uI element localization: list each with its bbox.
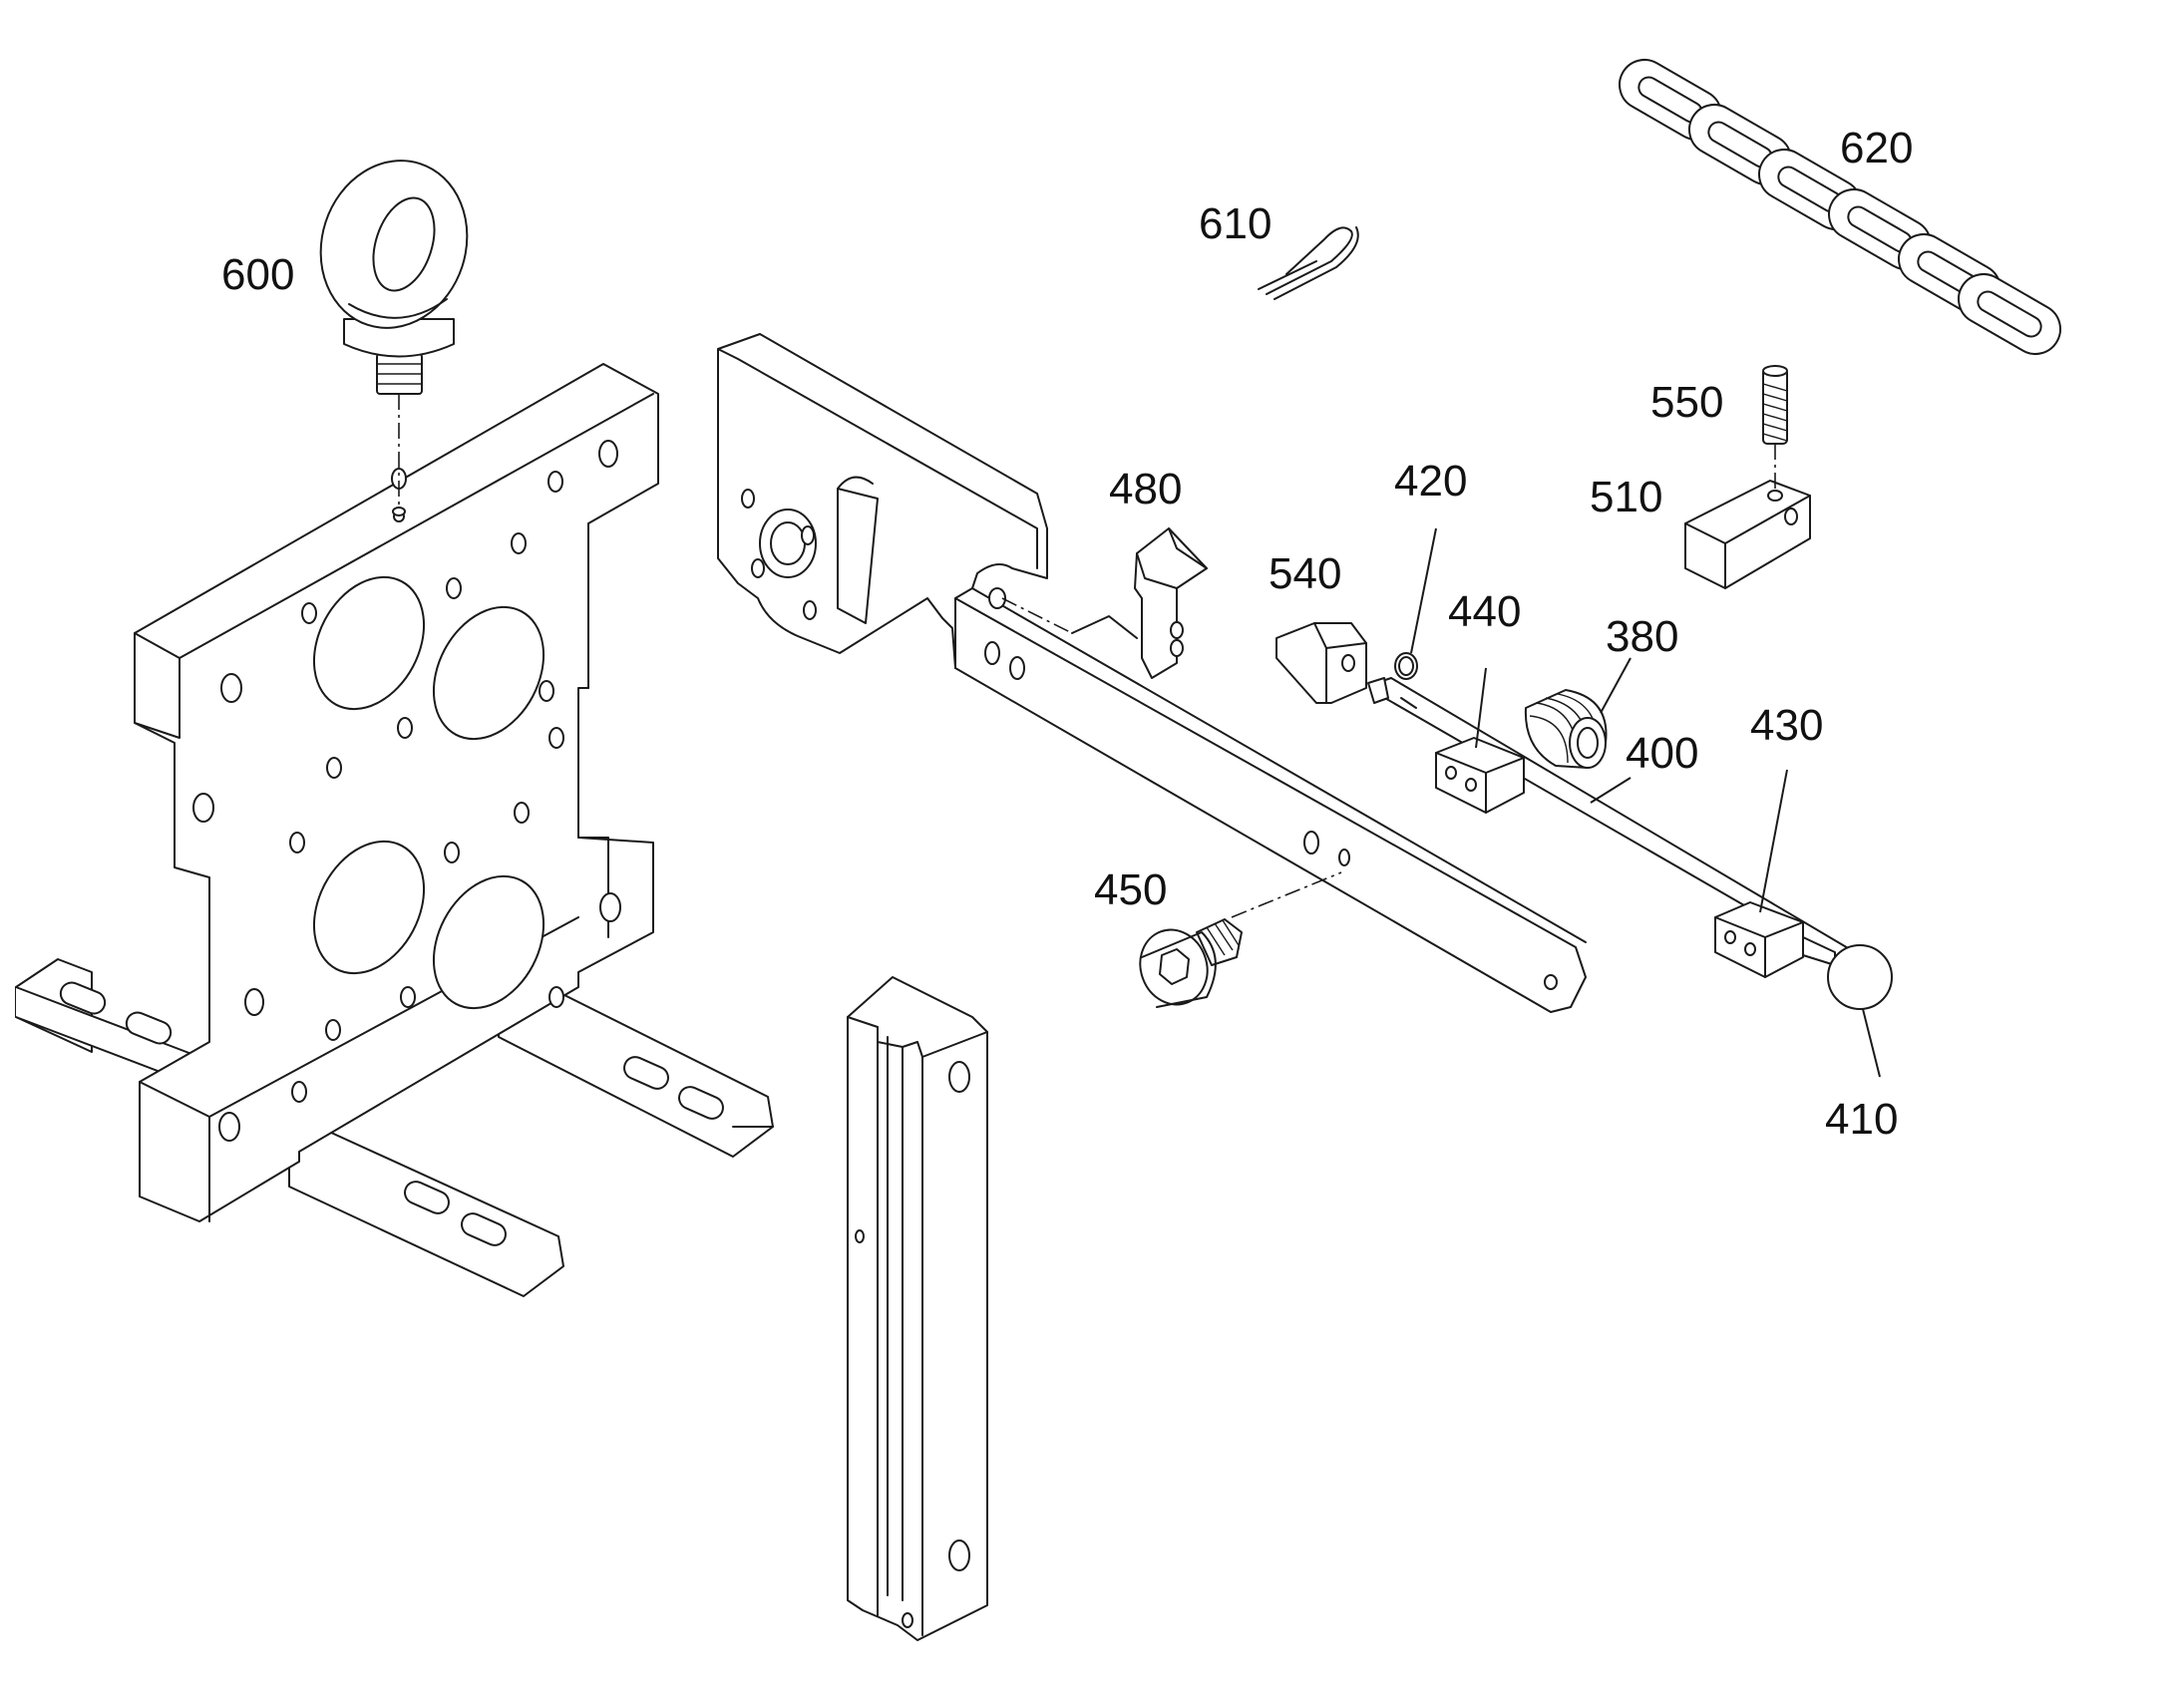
- label-610: 610: [1199, 199, 1272, 248]
- mounting-plate: [15, 363, 774, 1297]
- label-400: 400: [1626, 729, 1698, 778]
- label-480: 480: [1109, 465, 1182, 513]
- knob-410: [1802, 936, 1893, 1010]
- latch-480: [1071, 527, 1208, 679]
- label-510: 510: [1590, 473, 1662, 521]
- collar-440: [1435, 737, 1525, 814]
- part-labels: 600 610 620 550 510 480 420 540 440 380 …: [221, 124, 1913, 1144]
- label-600: 600: [221, 250, 294, 299]
- label-430: 430: [1750, 701, 1823, 750]
- label-440: 440: [1448, 587, 1521, 636]
- guide-rail: [847, 976, 988, 1641]
- collar-430: [1714, 901, 1804, 978]
- screw-450: [1139, 871, 1342, 1008]
- label-550: 550: [1650, 378, 1723, 427]
- label-540: 540: [1269, 549, 1341, 598]
- label-410: 410: [1825, 1095, 1898, 1144]
- hitch-pin-610: [1258, 226, 1359, 300]
- chain-620: [1619, 59, 2061, 355]
- label-420: 420: [1394, 457, 1467, 506]
- label-620: 620: [1840, 124, 1913, 172]
- label-380: 380: [1606, 612, 1678, 661]
- cam-540: [1275, 622, 1367, 704]
- bracket-arm: [717, 333, 1587, 1013]
- leader-lines: [1410, 527, 1881, 1078]
- label-450: 450: [1094, 865, 1167, 914]
- spring-380: [1524, 689, 1608, 769]
- block-510: [1684, 480, 1811, 589]
- set-screw-550: [1762, 365, 1788, 491]
- eye-bolt: [319, 160, 469, 509]
- retaining-ring-420: [1394, 652, 1418, 680]
